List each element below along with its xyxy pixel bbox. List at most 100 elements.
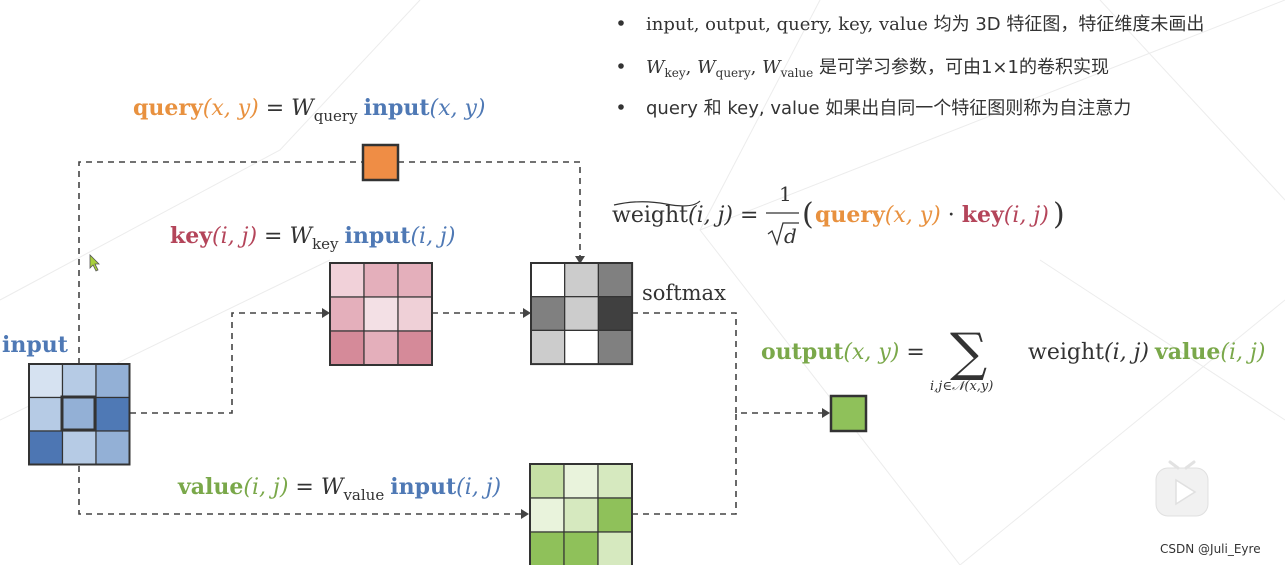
bullet-item-3: query 和 key, value 如果出自同一个特征图则称为自注意力 xyxy=(618,98,1131,119)
output-formula: output(x, y) = ∑ i,j∈𝒩(x,y) weight(i, j)… xyxy=(761,323,1265,394)
weight-grid-cell xyxy=(564,329,600,365)
bullet-2-w2: W xyxy=(697,57,717,78)
weight-grid-cell xyxy=(530,329,566,365)
sum-subscript: i,j∈𝒩(x,y) xyxy=(930,379,993,394)
player-logo-ears xyxy=(1168,460,1196,470)
bullet-dot xyxy=(618,63,624,69)
key-grid-cell xyxy=(363,296,399,332)
svg-text:input, output, query, key, val: input, output, query, key, value 均为 3D 特… xyxy=(646,14,1204,35)
input-grid-cell xyxy=(61,396,97,432)
video-player-logo xyxy=(1155,460,1209,517)
bullet-2-w1: W xyxy=(646,57,666,78)
arrow-to-output xyxy=(822,408,830,418)
key-grid-cell xyxy=(397,330,433,366)
bullet-2-query: query xyxy=(716,66,751,80)
input-grid-cell xyxy=(28,430,64,466)
weight-grid-cell xyxy=(597,296,633,332)
sqrt-symbol xyxy=(767,222,799,247)
value-grid-cell xyxy=(563,531,599,565)
value-grid-cell xyxy=(597,463,633,499)
connector-weight-to-output xyxy=(632,312,824,414)
input-center-highlight xyxy=(60,395,97,432)
weight-grid-cell xyxy=(564,296,600,332)
key-grid-cell xyxy=(363,262,399,298)
svg-text:(: ( xyxy=(802,197,814,232)
weight-grid-cell xyxy=(530,262,566,298)
weight-grid-cell xyxy=(564,262,600,298)
weight-lhs: weight xyxy=(612,203,688,228)
key-grid xyxy=(329,262,433,366)
input-grid-cell xyxy=(61,363,97,399)
arrow-to-key xyxy=(322,308,330,318)
svg-text:): ) xyxy=(1053,197,1065,232)
connectors xyxy=(78,161,824,515)
bullet-item-2: Wkey, Wquery, Wvalue 是可学习参数，可由1×1的卷积实现 xyxy=(618,57,1109,80)
watermark-text: CSDN @Juli_Eyre xyxy=(1160,542,1261,556)
key-grid-cell xyxy=(329,330,365,366)
input-grid-cell xyxy=(95,396,131,432)
output-cell xyxy=(829,394,868,433)
query-cell xyxy=(361,143,400,182)
softmax-label: softmax xyxy=(642,281,726,305)
svg-text:weight(i, j) =: weight(i, j) = xyxy=(612,203,758,228)
bullet-2-cn: 是可学习参数，可由1×1的卷积实现 xyxy=(813,57,1109,78)
connector-input-to-query xyxy=(78,161,362,364)
bullet-item-1: input, output, query, key, value 均为 3D 特… xyxy=(618,14,1204,35)
svg-text:query(x, y) · key(i, j): query(x, y) · key(i, j) xyxy=(815,202,1049,228)
value-grid-cell xyxy=(529,463,565,499)
input-grid-cell xyxy=(61,430,97,466)
value-grid-cell xyxy=(563,463,599,499)
input-label: input xyxy=(2,332,69,358)
value-grid xyxy=(529,463,633,565)
svg-text:weight(i, j)value(i, j): weight(i, j)value(i, j) xyxy=(1028,339,1265,365)
connector-input-to-value xyxy=(78,466,522,515)
weight-grid-cell xyxy=(530,296,566,332)
arrow-to-weight-top xyxy=(575,256,585,264)
fraction-denominator: d xyxy=(784,224,797,248)
weight-grid xyxy=(530,262,634,366)
value-grid-cell xyxy=(529,531,565,565)
key-grid-cell xyxy=(397,296,433,332)
value-grid-outline xyxy=(529,463,633,565)
bullet-1-main: input, output, query, key, value xyxy=(646,14,928,35)
connector-query-to-weight xyxy=(398,161,581,258)
connector-input-to-key xyxy=(130,312,323,414)
input-grid-cell xyxy=(95,363,131,399)
input-grid xyxy=(28,363,131,466)
value-grid-cell xyxy=(597,497,633,533)
connector-value-to-output xyxy=(632,413,737,515)
tilde-mark xyxy=(613,200,701,207)
arrow-to-weight-left xyxy=(523,308,531,318)
input-grid-outline xyxy=(28,363,131,466)
bullet-dot xyxy=(618,20,624,26)
play-icon xyxy=(1175,478,1197,506)
arrow-to-value xyxy=(521,509,529,519)
weight-grid-cell xyxy=(597,329,633,365)
weight-grid-outline xyxy=(530,262,634,366)
bullet-list: input, output, query, key, value 均为 3D 特… xyxy=(618,14,1204,119)
sum-symbol: ∑ xyxy=(950,323,987,383)
svg-text:output(x, y) =: output(x, y) = xyxy=(761,339,925,365)
value-grid-cell xyxy=(529,497,565,533)
input-grid-cell xyxy=(95,430,131,466)
svg-text:Wkey, Wquery, Wvalue 是可学习参数，可由: Wkey, Wquery, Wvalue 是可学习参数，可由1×1的卷积实现 xyxy=(646,57,1109,80)
mouse-cursor-icon xyxy=(89,254,100,272)
weight-formula: weight(i, j) = 1 d ( query(x, y) · key(i… xyxy=(612,182,1065,248)
key-grid-cell xyxy=(329,262,365,298)
bullet-dot xyxy=(618,104,624,110)
bullet-1-cn: 均为 3D 特征图，特征维度未画出 xyxy=(928,14,1204,35)
bullet-2-w3: W xyxy=(762,57,782,78)
input-grid-cell xyxy=(28,363,64,399)
key-grid-cell xyxy=(363,330,399,366)
bullet-2-key: key xyxy=(665,66,686,80)
input-grid-cell xyxy=(28,396,64,432)
bullet-3-text: query 和 key, value 如果出自同一个特征图则称为自注意力 xyxy=(646,98,1131,119)
value-grid-cell xyxy=(563,497,599,533)
weight-grid-cell xyxy=(597,262,633,298)
bullet-2-value: value xyxy=(780,66,814,80)
value-grid-cell xyxy=(597,531,633,565)
